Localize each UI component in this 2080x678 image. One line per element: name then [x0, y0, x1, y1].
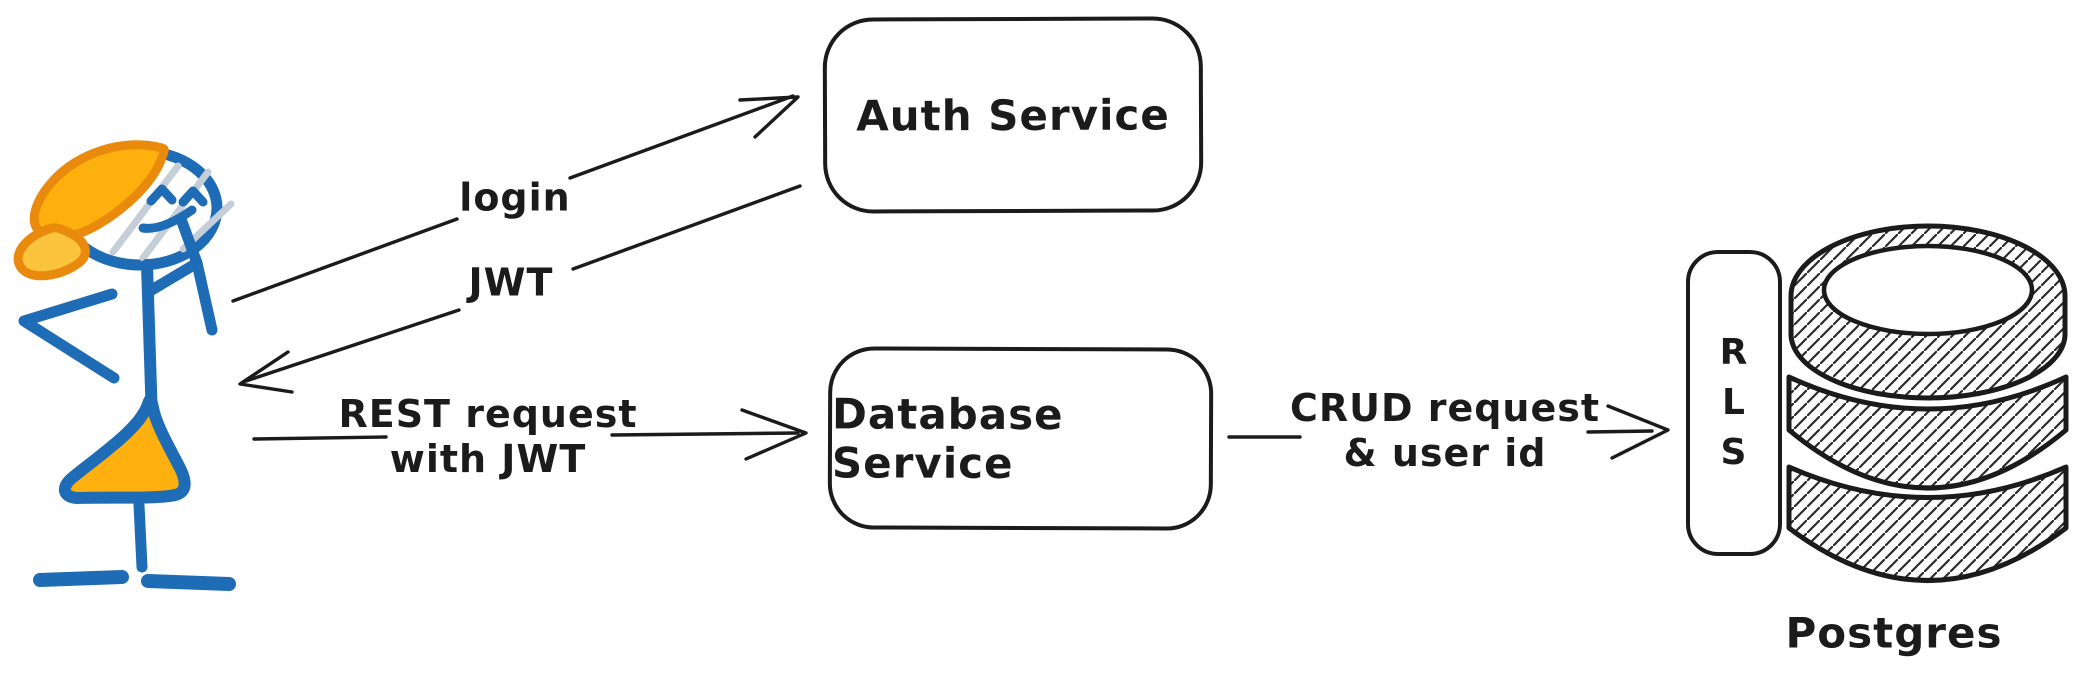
- rest-arrowhead: [740, 408, 808, 461]
- hair-tuft: [13, 223, 90, 281]
- jwt-arrow: [238, 184, 802, 394]
- rls-letter-s: S: [1720, 432, 1748, 473]
- login-arrow: [231, 94, 800, 303]
- crud-arrow: [1227, 404, 1670, 460]
- crud-edge-label-line1: CRUD request: [1289, 386, 1601, 430]
- user-feet: [33, 570, 236, 591]
- rls-letter-r: R: [1719, 332, 1749, 373]
- user-hip-arm: [18, 288, 120, 384]
- user-leg: [133, 499, 148, 573]
- postgres-caption: Postgres: [1785, 608, 2003, 658]
- auth-service-node: Auth Service: [822, 16, 1204, 214]
- rest-arrow: [252, 408, 808, 461]
- user-figure-icon: [13, 140, 236, 591]
- database-service-node: Database Service: [827, 346, 1214, 531]
- db-band-middle: [1786, 374, 2069, 491]
- user-eyes: [146, 184, 208, 207]
- user-hair: [13, 140, 169, 281]
- auth-service-label: Auth Service: [856, 89, 1170, 141]
- user-smile: [138, 205, 197, 233]
- crud-edge-label-line2: & user id: [1343, 431, 1547, 475]
- left-eye: [146, 184, 177, 206]
- right-eye: [178, 186, 208, 207]
- rest-edge-label: REST request with JWT: [338, 392, 637, 482]
- rest-edge-label-line1: REST request: [338, 392, 638, 436]
- jwt-edge-label: JWT: [468, 260, 554, 305]
- rls-node: R L S: [1686, 250, 1782, 556]
- db-band-bottom: [1786, 464, 2069, 583]
- left-foot: [33, 570, 129, 587]
- login-arrowhead: [738, 95, 800, 139]
- crud-edge-label: CRUD request & user id: [1290, 386, 1600, 476]
- jwt-arrowhead: [238, 350, 294, 394]
- crud-arrowhead: [1606, 404, 1670, 460]
- rls-letter-l: L: [1722, 382, 1746, 423]
- database-service-label: Database Service: [831, 388, 1064, 488]
- login-edge-label: login: [459, 175, 571, 220]
- database-cylinder-icon: [1786, 223, 2069, 583]
- db-opening: [1821, 243, 2035, 337]
- rest-edge-label-line2: with JWT: [389, 437, 587, 481]
- user-thinking-arm: [144, 213, 218, 336]
- user-dress: [58, 393, 191, 504]
- right-foot: [141, 574, 236, 591]
